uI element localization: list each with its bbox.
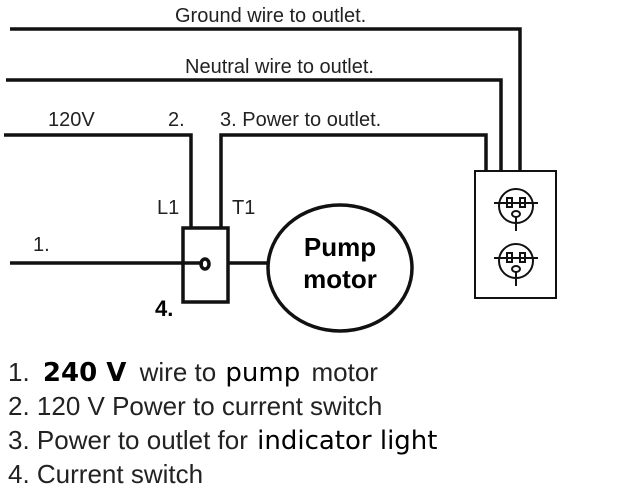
current-switch bbox=[181, 226, 230, 304]
legend-item-2: 2. 120 V Power to current switch bbox=[8, 391, 382, 421]
motor-label-1: Pump bbox=[304, 232, 376, 262]
switch-terminal bbox=[199, 257, 211, 271]
power-to-outlet-wire bbox=[219, 133, 488, 228]
ground-label: Ground wire to outlet. bbox=[175, 5, 366, 27]
marker-4: 4. bbox=[155, 296, 173, 321]
marker-1: 1. bbox=[33, 234, 50, 256]
legend-item-4: 4. Current switch bbox=[8, 459, 203, 489]
power-label: 3. Power to outlet. bbox=[220, 109, 381, 131]
legend-item-3: 3. Power to outlet for indicator light bbox=[8, 425, 437, 456]
l1-label: L1 bbox=[157, 197, 179, 219]
motor-label-2: motor bbox=[303, 264, 377, 294]
120v-label: 120V bbox=[48, 109, 95, 131]
neutral-label: Neutral wire to outlet. bbox=[185, 56, 374, 78]
outlet-box bbox=[474, 170, 557, 299]
outlet-receptacle-icon bbox=[494, 243, 538, 286]
marker-2: 2. bbox=[168, 109, 185, 131]
legend-item-1: 1. 240 V wire to pump motor bbox=[8, 357, 378, 388]
ground-wire bbox=[10, 27, 522, 172]
pump-motor bbox=[266, 203, 414, 333]
neutral-wire bbox=[6, 78, 503, 172]
t1-label: T1 bbox=[232, 197, 255, 219]
outlet-receptacle-icon bbox=[494, 188, 538, 231]
120v-wire bbox=[4, 133, 193, 228]
